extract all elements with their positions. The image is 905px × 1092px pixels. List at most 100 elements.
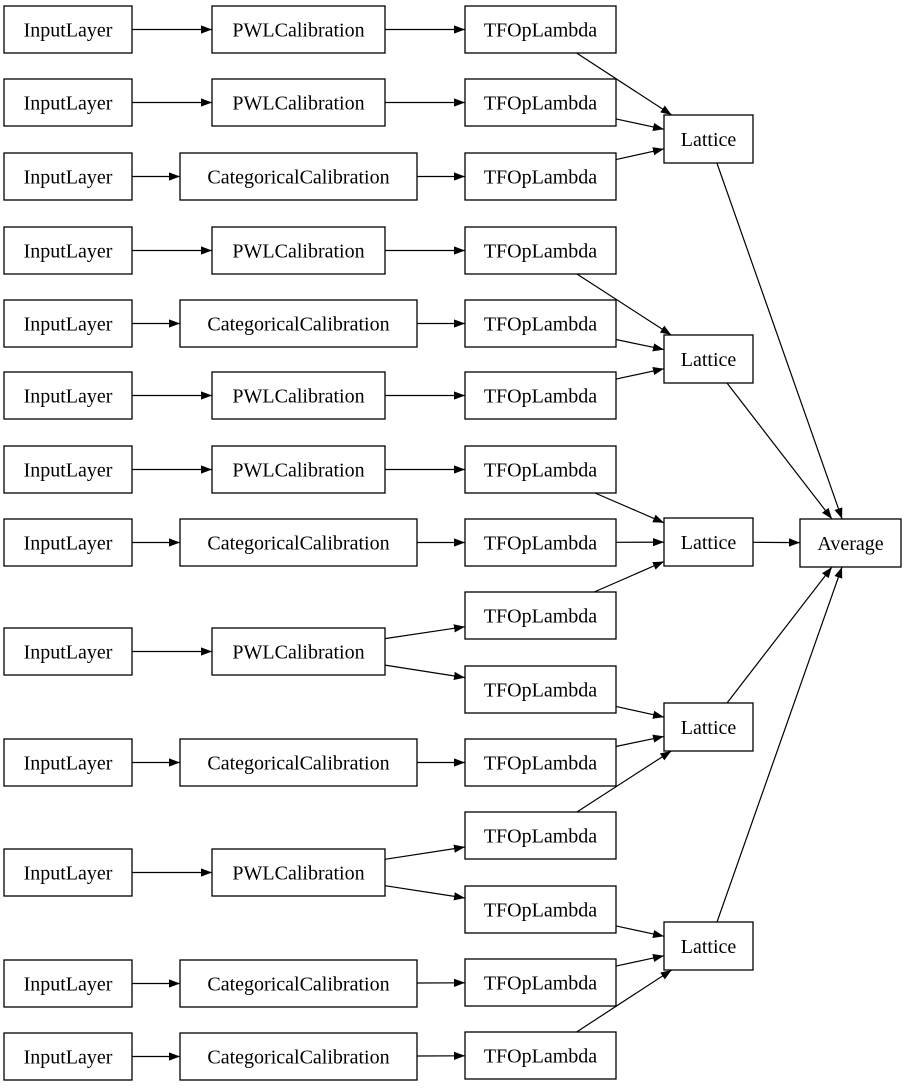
node-label: TFOpLambda: [484, 753, 597, 775]
node-tfoplambda-tf2: TFOpLambda: [465, 79, 616, 126]
node-label: PWLCalibration: [232, 241, 364, 263]
node-label: Lattice: [681, 717, 737, 739]
node-label: InputLayer: [24, 314, 113, 336]
node-label: TFOpLambda: [484, 533, 597, 555]
node-label: Lattice: [681, 936, 737, 958]
node-pwlcalibration-pwl4: PWLCalibration: [212, 372, 385, 419]
edge-pwl6-to-tf10: [385, 665, 465, 678]
node-label: TFOpLambda: [484, 386, 597, 408]
node-label: InputLayer: [24, 20, 113, 42]
node-label: InputLayer: [24, 753, 113, 775]
node-inputlayer-il12: InputLayer: [4, 960, 132, 1007]
node-categoricalcalibration-cc5: CategoricalCalibration: [180, 960, 417, 1007]
edge-lat2-to-avg: [727, 383, 832, 519]
node-pwlcalibration-pwl6: PWLCalibration: [212, 628, 385, 675]
node-label: InputLayer: [24, 93, 113, 115]
node-tfoplambda-tf8: TFOpLambda: [465, 519, 616, 566]
node-inputlayer-il6: InputLayer: [4, 372, 132, 419]
node-label: CategoricalCalibration: [207, 753, 389, 775]
node-label: PWLCalibration: [232, 386, 364, 408]
node-lattice-lat3: Lattice: [664, 518, 753, 566]
node-label: InputLayer: [24, 863, 113, 885]
node-label: InputLayer: [24, 386, 113, 408]
edge-tf3-to-lat1: [616, 149, 664, 160]
node-label: InputLayer: [24, 642, 113, 664]
node-categoricalcalibration-cc4: CategoricalCalibration: [180, 739, 417, 786]
node-label: TFOpLambda: [484, 826, 597, 848]
node-inputlayer-il3: InputLayer: [4, 153, 132, 200]
node-pwlcalibration-pwl7: PWLCalibration: [212, 849, 385, 896]
edge-tf6-to-lat2: [616, 369, 664, 379]
node-label: PWLCalibration: [232, 93, 364, 115]
node-average-avg: Average: [800, 519, 901, 567]
node-categoricalcalibration-cc2: CategoricalCalibration: [180, 300, 417, 347]
node-inputlayer-il8: InputLayer: [4, 519, 132, 566]
node-label: TFOpLambda: [484, 314, 597, 336]
edge-tf5-to-lat2: [616, 340, 664, 350]
node-tfoplambda-tf5: TFOpLambda: [465, 300, 616, 347]
node-lattice-lat4: Lattice: [664, 703, 753, 751]
node-label: TFOpLambda: [484, 900, 597, 922]
node-label: InputLayer: [24, 533, 113, 555]
node-categoricalcalibration-cc1: CategoricalCalibration: [180, 153, 417, 200]
node-label: PWLCalibration: [232, 460, 364, 482]
edge-tf10-to-lat4: [616, 706, 664, 717]
node-label: TFOpLambda: [484, 93, 597, 115]
node-label: InputLayer: [24, 974, 113, 996]
edge-tf2-to-lat1: [616, 119, 664, 129]
node-label: TFOpLambda: [484, 680, 597, 702]
node-tfoplambda-tf4: TFOpLambda: [465, 227, 616, 274]
node-label: CategoricalCalibration: [207, 314, 389, 336]
node-tfoplambda-tf12: TFOpLambda: [465, 812, 616, 859]
node-label: TFOpLambda: [484, 20, 597, 42]
edge-tf7-to-lat3: [595, 493, 664, 523]
node-inputlayer-il9: InputLayer: [4, 628, 132, 675]
node-label: InputLayer: [24, 167, 113, 189]
edge-tf11-to-lat4: [616, 736, 664, 746]
node-label: Lattice: [681, 532, 737, 554]
node-lattice-lat2: Lattice: [664, 335, 753, 383]
node-label: CategoricalCalibration: [207, 1047, 389, 1069]
node-tfoplambda-tf7: TFOpLambda: [465, 446, 616, 493]
node-categoricalcalibration-cc6: CategoricalCalibration: [180, 1033, 417, 1080]
node-lattice-lat1: Lattice: [664, 115, 753, 163]
node-label: CategoricalCalibration: [207, 167, 389, 189]
edge-pwl6-to-tf9: [385, 627, 465, 639]
node-pwlcalibration-pwl5: PWLCalibration: [212, 446, 385, 493]
node-inputlayer-il5: InputLayer: [4, 300, 132, 347]
node-pwlcalibration-pwl1: PWLCalibration: [212, 6, 385, 53]
node-tfoplambda-tf3: TFOpLambda: [465, 153, 616, 200]
node-tfoplambda-tf15: TFOpLambda: [465, 1032, 616, 1079]
node-label: TFOpLambda: [484, 606, 597, 628]
node-tfoplambda-tf10: TFOpLambda: [465, 666, 616, 713]
node-tfoplambda-tf6: TFOpLambda: [465, 372, 616, 419]
node-lattice-lat5: Lattice: [664, 922, 753, 970]
node-inputlayer-il10: InputLayer: [4, 739, 132, 786]
node-tfoplambda-tf1: TFOpLambda: [465, 6, 616, 53]
node-categoricalcalibration-cc3: CategoricalCalibration: [180, 519, 417, 566]
node-label: Lattice: [681, 349, 737, 371]
node-inputlayer-il13: InputLayer: [4, 1033, 132, 1080]
node-tfoplambda-tf9: TFOpLambda: [465, 592, 616, 639]
node-label: CategoricalCalibration: [207, 533, 389, 555]
node-label: TFOpLambda: [484, 167, 597, 189]
node-label: TFOpLambda: [484, 1046, 597, 1068]
edge-lat4-to-avg: [727, 567, 832, 703]
node-inputlayer-il4: InputLayer: [4, 227, 132, 274]
node-tfoplambda-tf14: TFOpLambda: [465, 959, 616, 1006]
node-label: InputLayer: [24, 460, 113, 482]
node-label: TFOpLambda: [484, 973, 597, 995]
node-label: CategoricalCalibration: [207, 974, 389, 996]
node-label: PWLCalibration: [232, 642, 364, 664]
node-pwlcalibration-pwl2: PWLCalibration: [212, 79, 385, 126]
node-label: PWLCalibration: [232, 20, 364, 42]
node-label: InputLayer: [24, 1047, 113, 1069]
node-tfoplambda-tf13: TFOpLambda: [465, 886, 616, 933]
node-label: TFOpLambda: [484, 460, 597, 482]
edge-pwl7-to-tf12: [385, 847, 465, 859]
node-label: TFOpLambda: [484, 241, 597, 263]
node-tfoplambda-tf11: TFOpLambda: [465, 739, 616, 786]
node-inputlayer-il2: InputLayer: [4, 79, 132, 126]
node-inputlayer-il1: InputLayer: [4, 6, 132, 53]
